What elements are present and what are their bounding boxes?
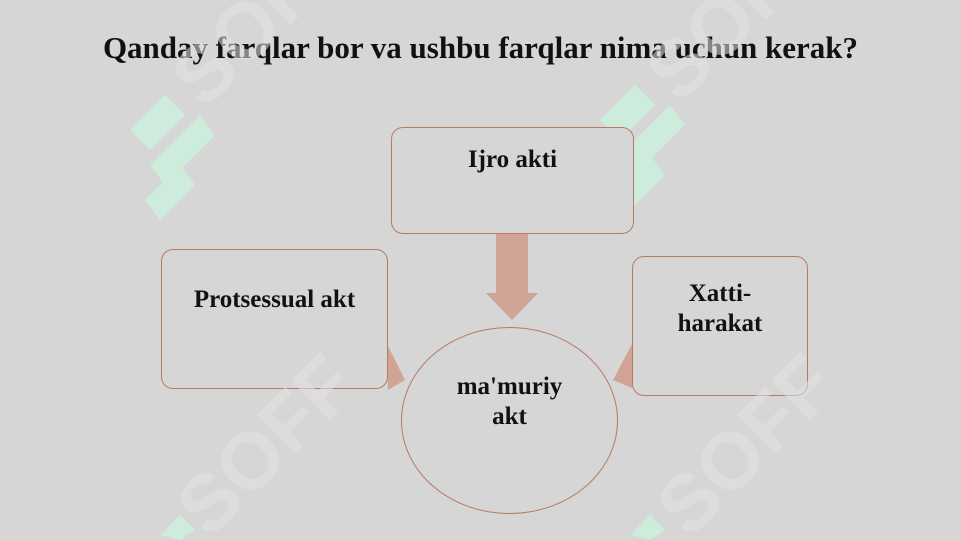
node-mamuriy-akt: ma'muriy akt <box>401 327 618 514</box>
watermark-text-4: SOFF <box>639 338 853 540</box>
node-ijro-akti: Ijro akti <box>391 127 634 234</box>
watermark-text-3: SOFF <box>159 338 373 540</box>
watermark-text-2: SOFF <box>629 0 843 117</box>
arrow-right <box>386 342 405 390</box>
watermark-text-1: SOFF <box>154 0 368 122</box>
node-protsessual-akt: Protsessual akt <box>161 249 388 389</box>
slide-title: Qanday farqlar bor va ushbu farqlar nima… <box>102 30 859 65</box>
arrow-left <box>613 342 633 388</box>
node-xatti-harakat-label: Xatti-harakat <box>677 280 763 337</box>
node-protsessual-akt-label: Protsessual akt <box>193 286 356 313</box>
arrow-down <box>486 234 538 320</box>
node-ijro-akti-label: Ijro akti <box>467 146 558 173</box>
node-mamuriy-akt-label: ma'muriy akt <box>456 373 563 430</box>
node-xatti-harakat: Xatti-harakat <box>632 256 808 396</box>
watermark-logo <box>130 85 685 540</box>
